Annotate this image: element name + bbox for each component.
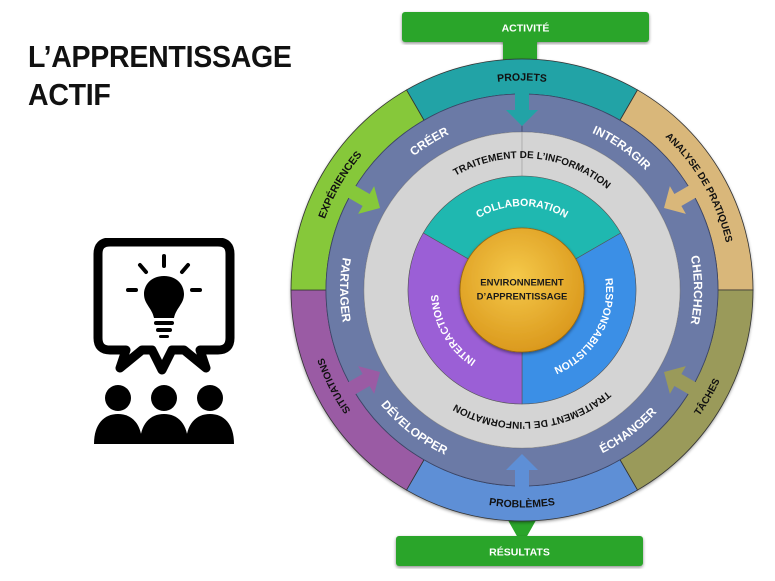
inward-arrow-icon: [664, 183, 699, 214]
activity-label: ACTIVITÉ: [502, 22, 550, 35]
core-label-line-2: D’APPRENTISSAGE: [477, 292, 568, 303]
page-title: L’APPRENTISSAGE ACTIF: [28, 38, 292, 114]
lightbulb-icon: [126, 254, 202, 338]
core-label-line-1: ENVIRONNEMENT: [480, 278, 564, 289]
action-label-partager: PARTAGER: [337, 257, 354, 324]
outer-label-problemes: PROBLÈMES: [488, 496, 555, 510]
inward-arrow-icon: [345, 366, 380, 397]
speech-board-icon: [93, 237, 235, 375]
inward-arrow-icon: [664, 366, 699, 397]
core-circle: [459, 227, 585, 353]
presentation-lightbulb-audience-icon: [88, 237, 238, 448]
audience-icon: [94, 385, 234, 444]
outer-label-projets: PROJETS: [497, 71, 548, 84]
title-line-2: ACTIF: [28, 77, 111, 112]
inward-arrow-icon: [345, 183, 380, 214]
results-label: RÉSULTATS: [489, 546, 550, 559]
inward-arrow-icon: [506, 90, 538, 126]
inward-arrow-icon: [506, 454, 538, 490]
results-box: RÉSULTATS: [396, 515, 643, 566]
activity-box: ACTIVITÉ: [402, 12, 649, 66]
title-line-1: L’APPRENTISSAGE: [28, 39, 292, 74]
